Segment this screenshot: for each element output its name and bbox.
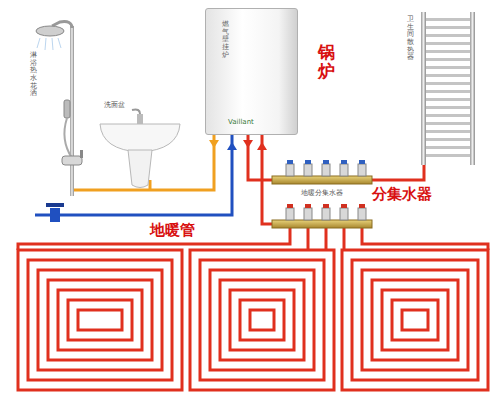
boiler-heading: 锅炉 <box>318 43 335 80</box>
heating-loops <box>18 250 488 390</box>
radiator-label: 卫生间散热器 <box>407 16 414 62</box>
shower-label: 淋浴热水花洒 <box>30 52 37 98</box>
hot-water-pipe <box>149 180 152 190</box>
basin-label: 洗面盆 <box>104 102 125 110</box>
radiator-pipe <box>372 165 424 180</box>
boiler-box: 燃气壁挂炉Vaillant锅炉 <box>205 8 298 135</box>
flow-arrow <box>257 142 267 150</box>
pipe-heading: 地暖管 <box>150 222 195 239</box>
flow-arrow <box>243 140 253 148</box>
flow-arrow <box>209 140 219 148</box>
flow-arrow <box>227 142 237 150</box>
brand-logo: Vaillant <box>228 119 254 127</box>
manifold-label: 地暖分集水器 <box>300 190 344 198</box>
radiator-illustration <box>421 12 475 165</box>
shower-illustration <box>36 22 83 196</box>
boiler-label: 燃气壁挂炉 <box>222 21 229 59</box>
tap-symbol <box>46 203 64 222</box>
loop-feed-pipes <box>18 228 488 250</box>
manifold-illustration <box>272 160 372 228</box>
manifold-heading: 分集水器 <box>372 186 432 203</box>
basin-illustration <box>100 110 180 188</box>
